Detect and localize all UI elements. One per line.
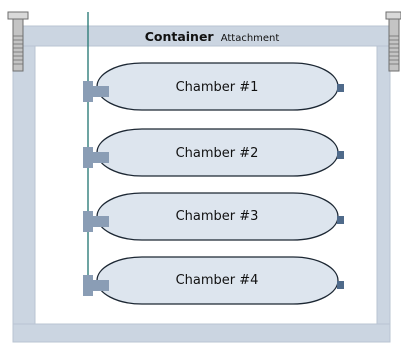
valve-icon	[337, 281, 344, 289]
chamber-label: Chamber #1	[176, 80, 259, 95]
container-right-wall	[376, 45, 391, 343]
chamber: Chamber #1	[83, 62, 344, 111]
valve-icon	[337, 151, 344, 159]
container-left-wall	[12, 45, 36, 343]
container-bottom	[12, 323, 391, 343]
chamber: Chamber #4	[83, 256, 344, 305]
attachment-title: Container Attachment	[145, 26, 280, 45]
valve-icon	[337, 84, 344, 92]
chamber-label: Chamber #3	[176, 209, 259, 224]
connector-icon	[83, 275, 109, 296]
connector-icon	[83, 147, 109, 168]
chamber-label: Chamber #4	[176, 273, 259, 288]
chamber: Chamber #3	[83, 192, 344, 241]
chamber: Chamber #2	[83, 128, 344, 177]
chamber-label: Chamber #2	[176, 146, 259, 161]
connector-icon	[83, 211, 109, 232]
connector-icon	[83, 81, 109, 102]
bolt-icon	[385, 11, 401, 72]
attachment-title-main: Container	[145, 29, 215, 44]
attachment-title-sub: Attachment	[221, 33, 280, 44]
bolt-icon	[7, 11, 29, 72]
valve-icon	[337, 216, 344, 224]
